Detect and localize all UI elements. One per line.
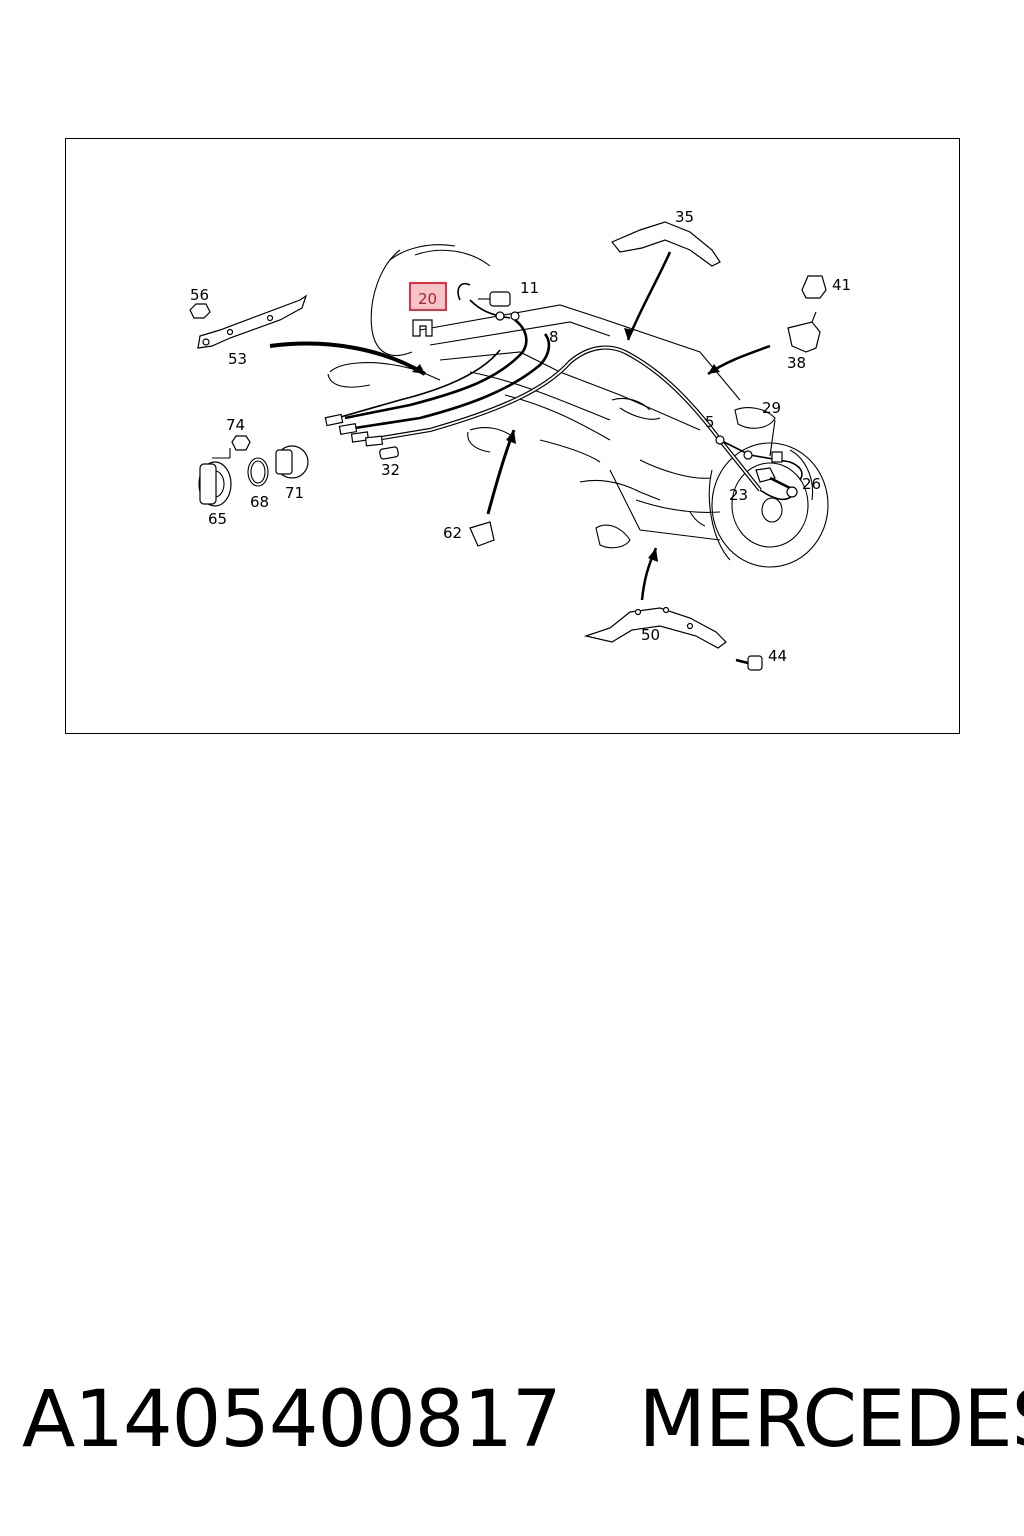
brake-lines [324, 282, 803, 501]
callout-50: 50 [641, 626, 660, 644]
callout-29: 29 [762, 399, 781, 417]
callout-38: 38 [787, 354, 806, 372]
callout-8: 8 [549, 328, 559, 346]
callout-32: 32 [381, 461, 400, 479]
callout-74: 74 [226, 416, 245, 434]
callout-23: 23 [729, 486, 748, 504]
callout-56: 56 [190, 286, 209, 304]
callout-44: 44 [768, 647, 787, 665]
brand-name: MERCEDES [638, 1375, 1024, 1465]
callout-26: 26 [802, 475, 821, 493]
loose-parts [189, 221, 827, 671]
callout-41: 41 [832, 276, 851, 294]
part-number: A1405400817 [22, 1375, 562, 1465]
direction-arrows [269, 251, 776, 601]
callout-labels: 56 53 74 65 68 71 32 62 20 11 8 35 41 38… [190, 208, 851, 665]
highlight-box-20 [409, 282, 447, 311]
callout-65: 65 [208, 510, 227, 528]
callout-20: 20 [418, 290, 437, 308]
callout-68: 68 [250, 493, 269, 511]
footer: A1405400817 MERCEDES [22, 1370, 1024, 1470]
callout-71: 71 [285, 484, 304, 502]
callout-5: 5 [705, 413, 715, 431]
callout-35: 35 [675, 208, 694, 226]
callout-11: 11 [520, 279, 539, 297]
callout-53: 53 [228, 350, 247, 368]
callout-62: 62 [443, 524, 462, 542]
